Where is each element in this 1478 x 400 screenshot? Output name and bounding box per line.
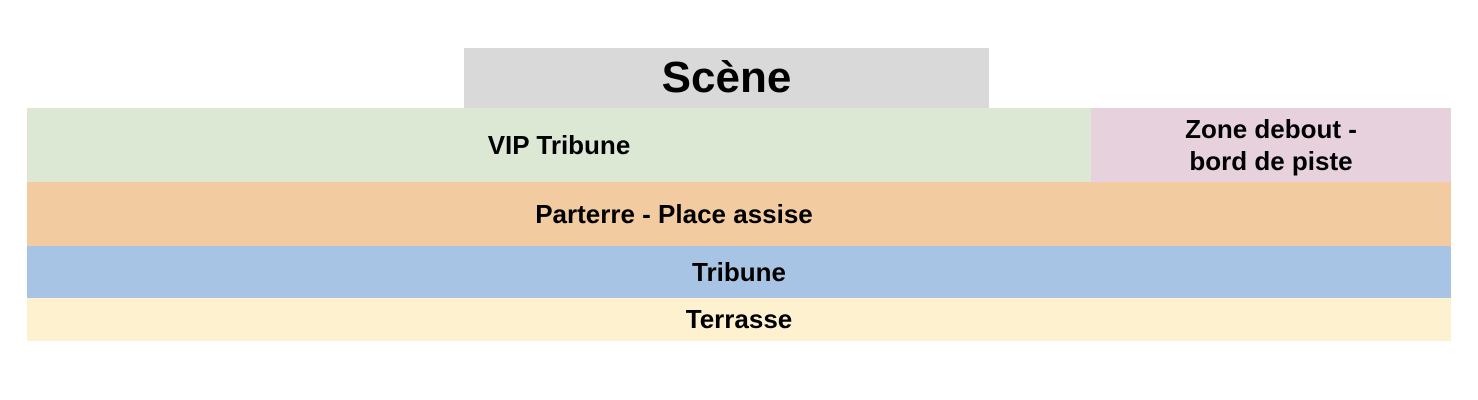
parterre-zone: Parterre - Place assise [27, 182, 1451, 246]
tribune-label: Tribune [692, 256, 786, 287]
vip-tribune-zone: VIP Tribune [27, 108, 1091, 182]
stage-label: Scène [661, 53, 792, 102]
parterre-label: Parterre - Place assise [535, 198, 813, 229]
terrasse-zone: Terrasse [27, 298, 1451, 341]
vip-tribune-label: VIP Tribune [487, 129, 631, 160]
standing-zone: Zone debout - bord de piste [1091, 108, 1451, 182]
tribune-zone: Tribune [27, 246, 1451, 298]
stage-zone: Scène [464, 48, 989, 108]
terrasse-label: Terrasse [685, 304, 793, 334]
standing-zone-label: Zone debout - bord de piste [1185, 114, 1357, 176]
